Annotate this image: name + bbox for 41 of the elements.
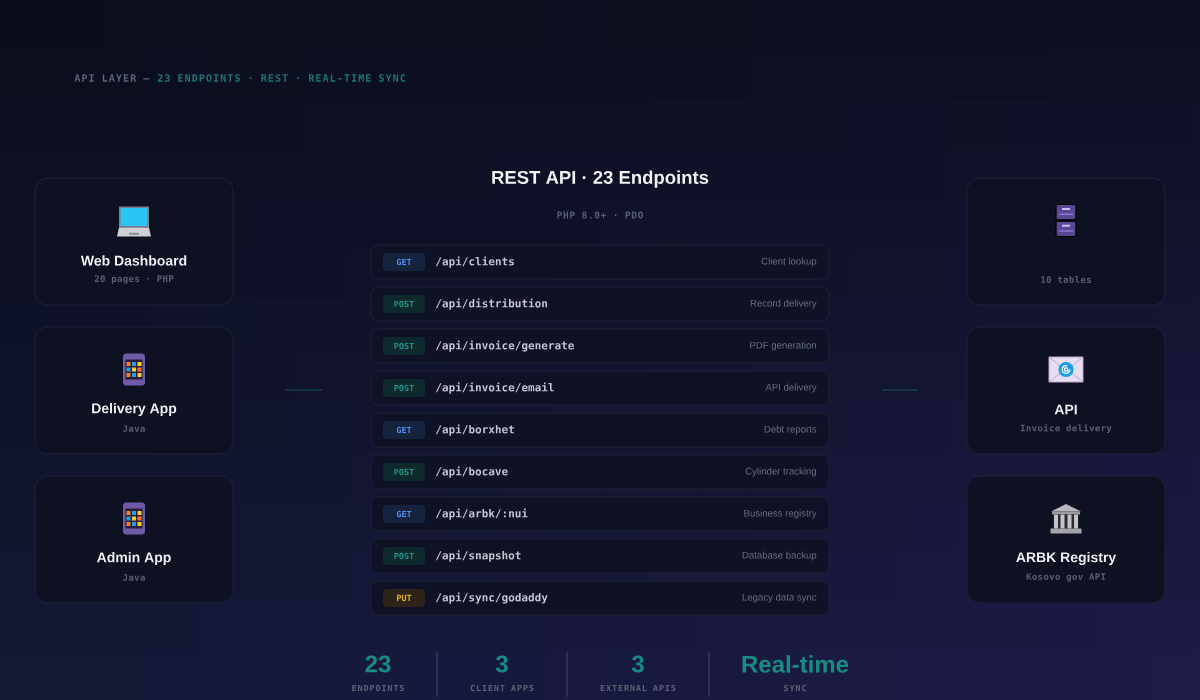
card-title: ARBK Registry bbox=[1016, 551, 1117, 566]
stat-label: SYNC bbox=[784, 684, 806, 692]
endpoint-path: /api/borxhet bbox=[435, 424, 514, 436]
card-title: Web Dashboard bbox=[80, 255, 187, 266]
card-subtitle: 10 tables bbox=[1041, 276, 1091, 283]
endpoint-description: Client lookup bbox=[761, 257, 817, 267]
stat-value: 3 bbox=[631, 655, 644, 673]
endpoint-description: Record delivery bbox=[750, 299, 817, 309]
card-title: API bbox=[1054, 404, 1077, 415]
endpoint-path: /api/invoice/generate bbox=[435, 340, 574, 352]
heading: REST API · 23 Endpoints bbox=[492, 170, 709, 188]
endpoint-description: Legacy data sync bbox=[742, 593, 817, 603]
eyebrow-text: 23 ENDPOINTS · REST · REAL-TIME SYNC bbox=[157, 74, 406, 82]
stat-value: 3 bbox=[495, 655, 508, 673]
endpoint-path: /api/distribution bbox=[435, 298, 548, 310]
endpoint-description: PDF generation bbox=[750, 341, 816, 351]
endpoint-path: /api/arbk/:nui bbox=[435, 508, 528, 520]
subheading: PHP 8.0+ · PDO bbox=[557, 211, 643, 219]
endpoint-path: /api/sync/godaddy bbox=[435, 592, 548, 604]
card-subtitle: Java bbox=[123, 574, 145, 581]
endpoint-description: Debt reports bbox=[764, 425, 817, 435]
stat-label: EXTERNAL APIS bbox=[600, 684, 676, 692]
endpoint-description: Business registry bbox=[744, 509, 817, 519]
endpoint-description: Database backup bbox=[742, 551, 817, 561]
card-subtitle: 20 pages · PHP bbox=[94, 275, 174, 284]
endpoint-path: /api/bocave bbox=[435, 466, 508, 478]
card-subtitle: Java bbox=[123, 425, 145, 432]
endpoint-description: API delivery bbox=[765, 383, 817, 393]
stat-value: Real-time bbox=[742, 655, 849, 673]
card-subtitle: Kosovo gov API bbox=[1026, 573, 1106, 582]
card-subtitle: Invoice delivery bbox=[1020, 423, 1112, 434]
stat-value: 23 bbox=[365, 655, 391, 673]
endpoint-description: Cylinder tracking bbox=[745, 467, 816, 477]
endpoint-path: /api/snapshot bbox=[435, 550, 521, 562]
endpoint-path: /api/invoice/email bbox=[435, 382, 554, 394]
card-title: Delivery App bbox=[92, 403, 177, 417]
stat-label: ENDPOINTS bbox=[352, 684, 404, 692]
endpoint-path: /api/clients bbox=[435, 256, 514, 268]
stat-label: CLIENT APPS bbox=[470, 684, 534, 692]
eyebrow-text: API LAYER — bbox=[74, 74, 150, 82]
card-title: Admin App bbox=[97, 552, 171, 566]
